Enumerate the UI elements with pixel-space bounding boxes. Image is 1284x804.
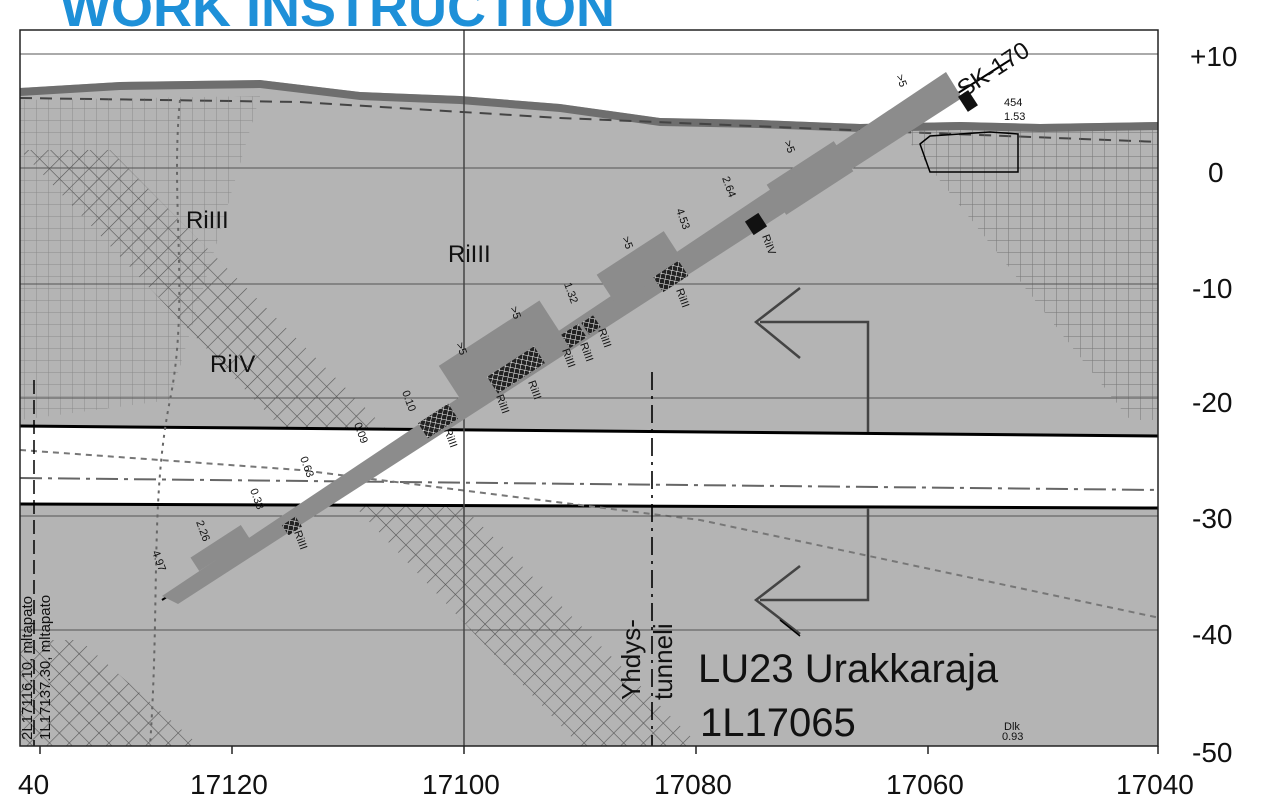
drill-hole-id: SK-170 xyxy=(953,37,1035,103)
lower-direction-arrow xyxy=(753,508,870,635)
x-tick-label: 17060 xyxy=(886,769,964,800)
boundary-pointer xyxy=(779,619,801,637)
connecting-tunnel-label-2: tunneli xyxy=(648,623,678,700)
tunnel-roof-line xyxy=(20,424,1158,438)
x-tick-label: 17120 xyxy=(190,769,268,800)
contract-boundary-station: 1L17065 xyxy=(700,701,856,745)
drill-hole-band xyxy=(162,72,962,604)
rock-boundary-curve xyxy=(149,99,181,746)
side-note-line-2: 2L17116.10, mltapato xyxy=(19,596,36,740)
zone-label-riiii-left: RiIII xyxy=(186,207,229,234)
rock-class-blocks xyxy=(282,90,978,536)
plot-frame xyxy=(19,29,1159,747)
tunnel-centerline xyxy=(20,477,1158,491)
crossed-line-upper xyxy=(20,449,1158,619)
upper-direction-arrow xyxy=(753,287,870,432)
y-tick-label: -20 xyxy=(1192,387,1232,418)
zone-label-riiv: RiIV xyxy=(210,351,255,378)
drill-step-4 xyxy=(190,524,250,572)
surface-structure xyxy=(919,131,1019,173)
main-tunnel xyxy=(20,426,1158,508)
interval-label: >5 xyxy=(781,139,797,155)
zone-label-riiii-center: RiIII xyxy=(448,241,491,268)
fracture-zone-right xyxy=(900,128,1158,420)
x-tick-label: 17040 xyxy=(1116,769,1194,800)
interval-label: >5 xyxy=(893,73,909,89)
interval-label: >5 xyxy=(453,341,469,357)
drill-step-2 xyxy=(596,231,684,305)
rock-mass xyxy=(20,80,1158,746)
y-tick-label: -30 xyxy=(1192,503,1232,534)
point-id: 454 xyxy=(1004,97,1022,109)
y-tick-label: +10 xyxy=(1190,41,1238,72)
ground-surface xyxy=(20,80,1158,132)
point-value: 1.53 xyxy=(1004,111,1025,123)
y-tick-label: -50 xyxy=(1192,737,1232,768)
y-tick-label: -10 xyxy=(1192,273,1232,304)
elevation-gridlines xyxy=(20,53,1158,631)
drill-step-3 xyxy=(766,141,854,215)
side-note-line-1: 1L17137.30, mltapato xyxy=(37,595,54,740)
x-tick-label: 40 xyxy=(18,769,49,800)
x-axis-ticks xyxy=(39,746,1159,754)
x-tick-label: 17080 xyxy=(654,769,732,800)
drill-step-1 xyxy=(438,300,562,400)
corner-note-2: 0.93 xyxy=(1002,731,1023,743)
y-tick-label: -40 xyxy=(1192,619,1232,650)
lower-left-hatch xyxy=(20,640,200,746)
x-tick-label: 17100 xyxy=(422,769,500,800)
connecting-tunnel-label-1: Yhdys- xyxy=(616,619,646,700)
y-tick-label: 0 xyxy=(1208,157,1224,188)
contract-boundary-label: LU23 Urakkaraja xyxy=(698,647,999,691)
corner-note-1: Dlk xyxy=(1004,721,1020,733)
section-plot xyxy=(20,30,1158,746)
interval-label: >5 xyxy=(507,305,523,321)
page-heading: WORK INSTRUCTION xyxy=(60,0,615,38)
interval-label: >5 xyxy=(619,235,635,251)
